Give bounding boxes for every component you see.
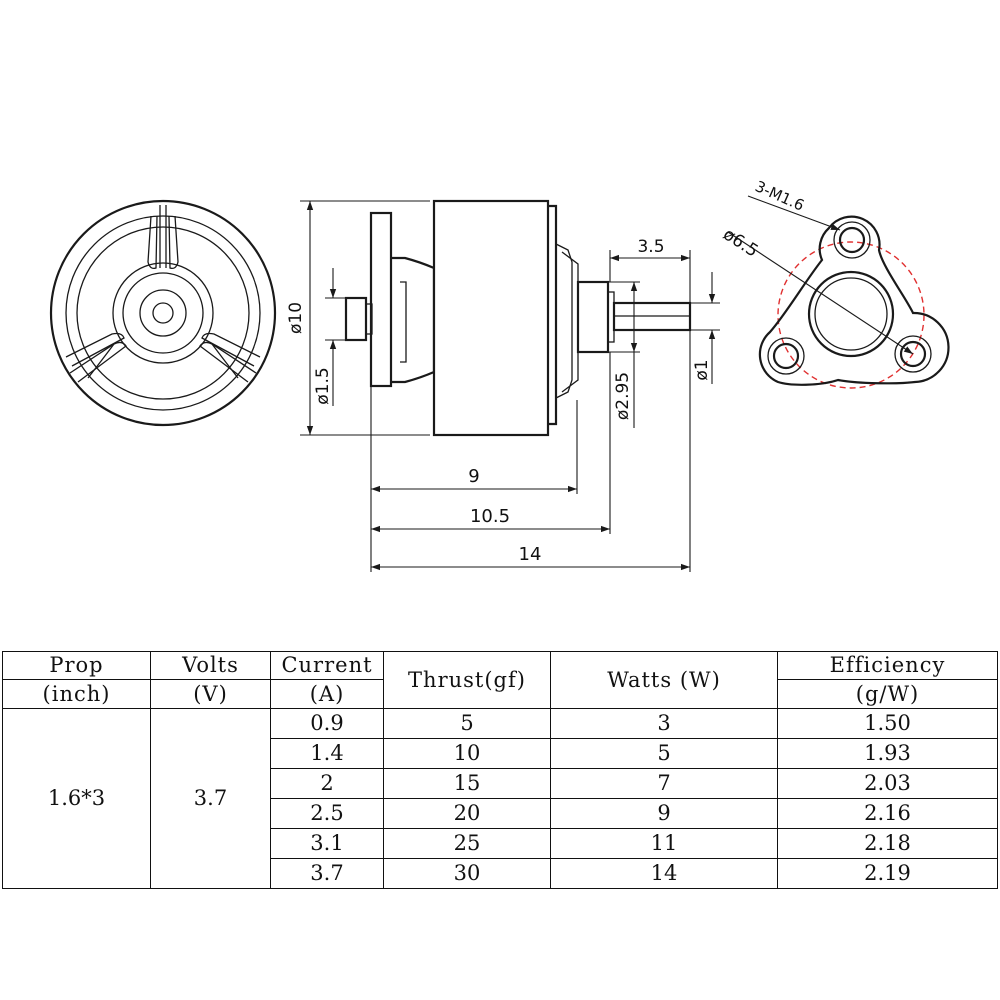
dim-shaft-diameter: ø1 [692, 359, 712, 380]
cell-current: 3.1 [270, 828, 384, 859]
table-row: 3.1 25 11 2.18 [3, 828, 998, 859]
dim-shaft-length: 3.5 [637, 237, 664, 257]
cell-efficiency: 2.18 [777, 828, 998, 859]
dim-length-14: 14 [519, 544, 542, 565]
end-view-spokes [65, 205, 261, 383]
cell-thrust: 25 [383, 828, 551, 859]
cell-thrust: 15 [383, 768, 551, 799]
cell-current: 1.4 [270, 738, 384, 769]
header-prop: Prop [2, 651, 151, 680]
cell-watts: 3 [550, 708, 778, 739]
header-current-unit: (A) [270, 679, 384, 709]
cell-efficiency: 2.16 [777, 798, 998, 829]
header-efficiency-unit: (g/W) [777, 679, 998, 709]
cell-efficiency: 1.50 [777, 708, 998, 739]
cell-watts: 7 [550, 768, 778, 799]
side-view-dimensions: ø10 ø1.5 ø2.95 ø1 3.5 9 10.5 [286, 200, 720, 572]
cell-prop: 1.6*3 [2, 708, 151, 889]
cell-thrust: 20 [383, 798, 551, 829]
dim-length-10-5: 10.5 [470, 506, 510, 527]
cell-watts: 5 [550, 738, 778, 769]
cell-thrust: 30 [383, 858, 551, 889]
cell-efficiency: 1.93 [777, 738, 998, 769]
cell-thrust: 10 [383, 738, 551, 769]
header-volts: Volts [150, 651, 271, 680]
motor-technical-drawing: ø10 ø1.5 ø2.95 ø1 3.5 9 10.5 [49, 177, 950, 572]
header-efficiency: Efficiency [777, 651, 998, 680]
motor-side-view [344, 199, 692, 437]
header-current: Current [270, 651, 384, 680]
dim-mount-circle-diameter: ø6.5 [719, 224, 761, 261]
dim-shaft-tip-diameter: ø1.5 [313, 367, 333, 404]
dim-mount-holes: 3-M1.6 [752, 177, 807, 214]
header-thrust: Thrust(gf) [383, 651, 551, 709]
table-row: 2 15 7 2.03 [3, 768, 998, 799]
cell-current: 3.7 [270, 858, 384, 889]
motor-end-view [49, 199, 277, 427]
dim-length-9: 9 [468, 466, 479, 487]
performance-table: Prop Volts Current Thrust(gf) Watts (W) … [2, 651, 998, 889]
header-watts: Watts (W) [550, 651, 778, 709]
table-row: 1.4 10 5 1.93 [3, 738, 998, 769]
cell-current: 2 [270, 768, 384, 799]
cell-thrust: 5 [383, 708, 551, 739]
cell-efficiency: 2.03 [777, 768, 998, 799]
mount-plate-view: 3-M1.6 ø6.5 [719, 177, 950, 389]
header-volts-unit: (V) [150, 679, 271, 709]
dim-body-diameter: ø10 [286, 302, 306, 334]
cell-watts: 14 [550, 858, 778, 889]
cell-efficiency: 2.19 [777, 858, 998, 889]
table-row: 1.6*3 3.7 0.9 5 3 1.50 [2, 708, 998, 889]
cell-volts: 3.7 [150, 708, 271, 889]
cell-watts: 11 [550, 828, 778, 859]
cell-watts: 9 [550, 798, 778, 829]
cell-current: 2.5 [270, 798, 384, 829]
table-row: 3.7 30 14 2.19 [3, 858, 998, 889]
header-prop-unit: (inch) [2, 679, 151, 709]
cell-current: 0.9 [270, 708, 384, 739]
dim-bearing-diameter: ø2.95 [613, 372, 633, 420]
